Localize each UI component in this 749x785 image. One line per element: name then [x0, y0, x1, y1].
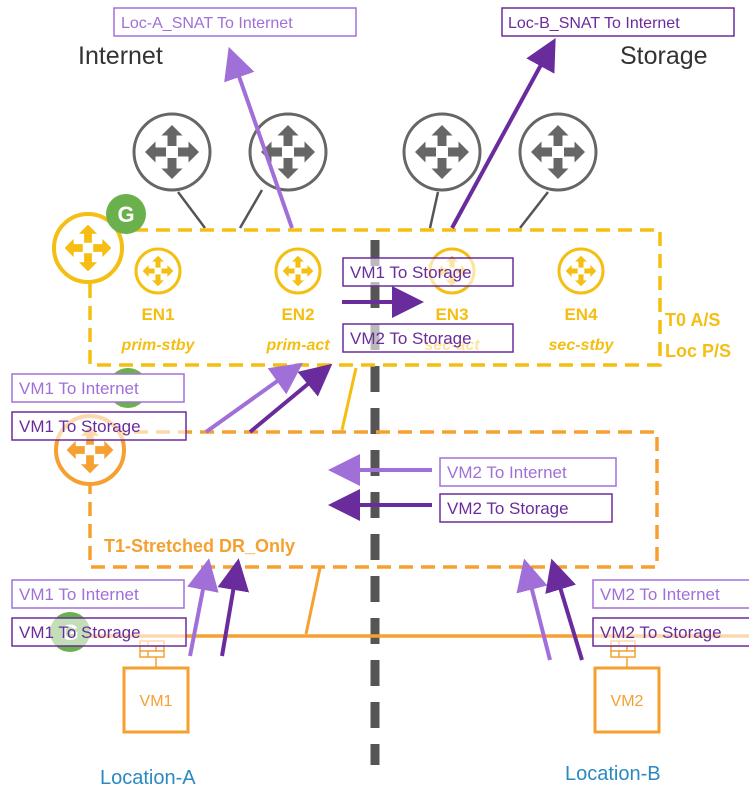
internet-router-2 — [248, 112, 328, 192]
svg-text:VM2 To Storage: VM2 To Storage — [350, 329, 472, 348]
t1-segment-link — [304, 567, 322, 635]
location-b-label: Location-B — [565, 763, 661, 785]
svg-text:G: G — [117, 202, 134, 227]
uplink-line — [238, 189, 264, 229]
en4-role: sec-stby — [549, 337, 615, 354]
loc-b-snat-arrow — [450, 37, 556, 229]
uplink-line — [428, 191, 440, 229]
vm2-box — [593, 666, 661, 734]
t0-router-icon — [52, 212, 124, 284]
vm2-label: VM2 — [611, 693, 644, 710]
internet-label: Internet — [78, 42, 163, 70]
t1-vm1-internet-label: VM1 To Internet — [11, 373, 185, 403]
svg-text:VM2 To Storage: VM2 To Storage — [447, 499, 569, 518]
seg-vm2-storage-label: VM2 To Storage — [592, 617, 749, 647]
svg-text:Loc-B_SNAT To Internet: Loc-B_SNAT To Internet — [508, 15, 680, 32]
vm1-up-storage-arrow — [217, 558, 250, 657]
seg-vm2-internet-label: VM2 To Internet — [592, 579, 749, 609]
en2-router-icon — [274, 247, 322, 295]
t0-g-badge: G — [106, 194, 146, 234]
t0-vm1-storage-label: VM1 To Storage — [342, 257, 514, 287]
en1-router-icon — [134, 247, 182, 295]
storage-label: Storage — [620, 42, 708, 70]
t1-vm1-storage-label: VM1 To Storage — [11, 411, 187, 441]
t1-to-t0-vm1-storage-arrow — [248, 363, 333, 434]
en1-role: prim-stby — [121, 337, 196, 354]
loc-a-snat-arrow — [224, 46, 294, 229]
t1-to-t0-vm1-internet-arrow — [204, 362, 304, 434]
svg-text:VM2 To Storage: VM2 To Storage — [600, 623, 722, 642]
t1-vm2-internet-label: VM2 To Internet — [439, 457, 617, 487]
loc-b-snat-label: Loc-B_SNAT To Internet — [501, 7, 735, 37]
svg-text:VM2 To Internet: VM2 To Internet — [600, 585, 720, 604]
en2-name: EN2 — [281, 305, 314, 324]
location-a-label: Location-A — [100, 767, 196, 785]
vm1-up-internet-arrow — [187, 558, 219, 657]
en3-name: EN3 — [435, 305, 468, 324]
internet-router-1 — [132, 112, 212, 192]
t0-locality-label: Loc P/S — [665, 341, 731, 361]
t0-t1-link — [340, 367, 358, 431]
en4-router-icon — [557, 247, 605, 295]
seg-vm1-storage-label: VM1 To Storage — [11, 617, 187, 647]
loc-a-snat-label: Loc-A_SNAT To Internet — [113, 7, 357, 37]
vm1-label: VM1 — [140, 693, 173, 710]
svg-text:Loc-A_SNAT To Internet: Loc-A_SNAT To Internet — [121, 15, 293, 32]
svg-text:VM1 To Internet: VM1 To Internet — [19, 585, 139, 604]
storage-router-2 — [518, 112, 598, 192]
storage-router-1 — [402, 112, 482, 192]
svg-text:VM1 To Storage: VM1 To Storage — [19, 417, 141, 436]
t0-gateway-box — [88, 228, 662, 367]
svg-text:VM1 To Storage: VM1 To Storage — [350, 263, 472, 282]
en2-role: prim-act — [265, 337, 330, 354]
t1-label: T1-Stretched DR_Only — [104, 536, 295, 556]
svg-text:VM1 To Storage: VM1 To Storage — [19, 623, 141, 642]
uplink-line — [177, 191, 206, 229]
svg-text:VM2 To Internet: VM2 To Internet — [447, 463, 567, 482]
vm2-up-storage-arrow — [545, 558, 584, 661]
en4-name: EN4 — [564, 305, 598, 324]
uplink-line — [519, 191, 549, 229]
t1-vm2-storage-label: VM2 To Storage — [439, 493, 613, 523]
vm1-box — [122, 666, 190, 734]
t0-label: T0 A/S — [665, 310, 720, 330]
vm2-up-internet-arrow — [516, 558, 552, 661]
seg-vm1-internet-label: VM1 To Internet — [11, 579, 185, 609]
t0-vm2-storage-label: VM2 To Storage — [342, 323, 514, 353]
svg-text:VM1 To Internet: VM1 To Internet — [19, 379, 139, 398]
en1-name: EN1 — [141, 305, 174, 324]
